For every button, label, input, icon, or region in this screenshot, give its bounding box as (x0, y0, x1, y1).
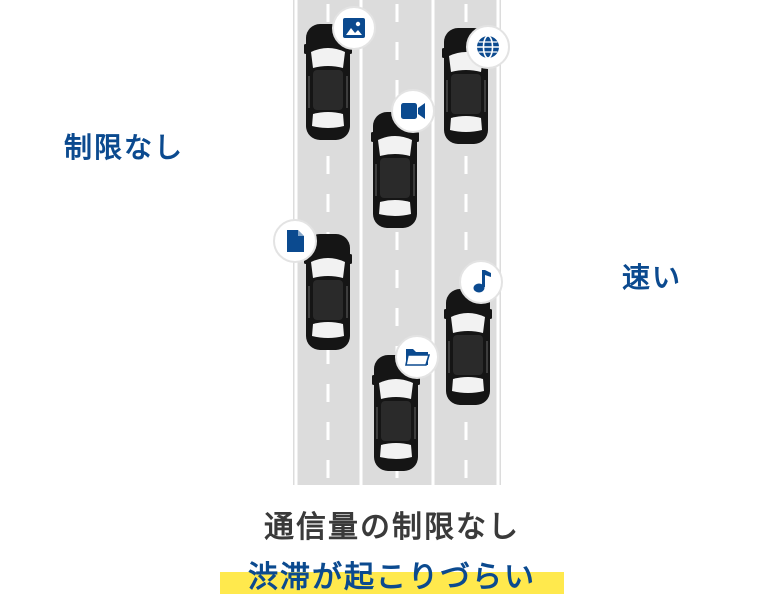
folder-icon (395, 335, 439, 379)
document-icon (273, 219, 317, 263)
caption-main: 通信量の制限なし (264, 510, 520, 545)
video-icon (391, 89, 435, 133)
caption-highlight-block: 渋滞が起こりづらい (218, 552, 566, 596)
image-icon (332, 6, 376, 50)
caption-highlight: 渋滞が起こりづらい (248, 560, 536, 595)
car-5 (443, 288, 493, 406)
music-note-icon (459, 260, 503, 304)
globe-icon (466, 25, 510, 69)
no-limit-label: 制限なし (64, 131, 185, 164)
fast-label: 速い (622, 261, 683, 294)
highlight-marker (220, 572, 564, 594)
